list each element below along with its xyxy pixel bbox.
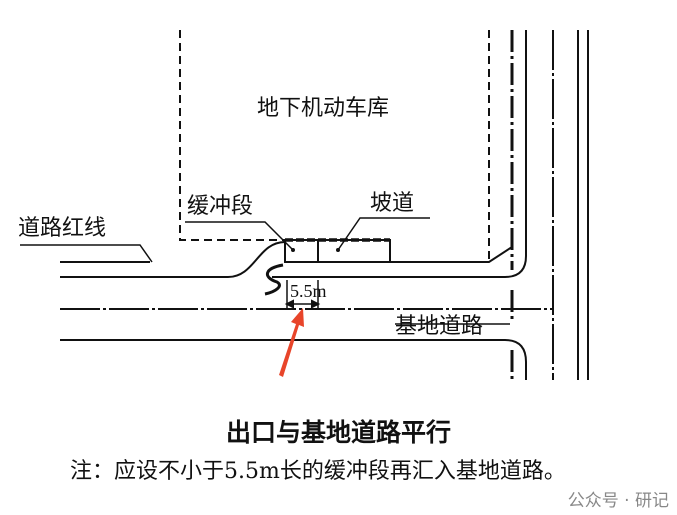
- label-base-road: 基地道路: [395, 314, 484, 339]
- ramp-box: [317, 239, 391, 263]
- buffer-leader: [185, 221, 294, 251]
- label-garage: 地下机动车库: [257, 96, 390, 121]
- figure-note: 注：应设不小于5.5m长的缓冲段再汇入基地道路。: [70, 459, 566, 484]
- watermark: 公众号 · 研记: [567, 491, 669, 511]
- break-symbol: [264, 263, 284, 296]
- dimension-label: 5.5m: [290, 281, 327, 301]
- buffer-box: [284, 239, 319, 263]
- ramp-leader: [337, 217, 430, 251]
- garage-outline: [179, 30, 285, 241]
- figure-title: 出口与基地道路平行: [225, 418, 451, 447]
- label-red-line: 道路红线: [18, 216, 107, 241]
- label-buffer: 缓冲段: [187, 194, 254, 219]
- road-lower-line: [60, 241, 286, 278]
- red-line-leader: [20, 244, 153, 263]
- ramp-leader-dot: [336, 248, 340, 252]
- label-ramp: 坡道: [370, 191, 415, 216]
- base-road-lower: [60, 339, 527, 380]
- dimension-ticks: [284, 299, 321, 309]
- buffer-leader-dot: [291, 248, 295, 252]
- arrow-icon: [279, 308, 304, 377]
- driveway-lower: [272, 30, 527, 278]
- driveway-upper: [285, 246, 513, 263]
